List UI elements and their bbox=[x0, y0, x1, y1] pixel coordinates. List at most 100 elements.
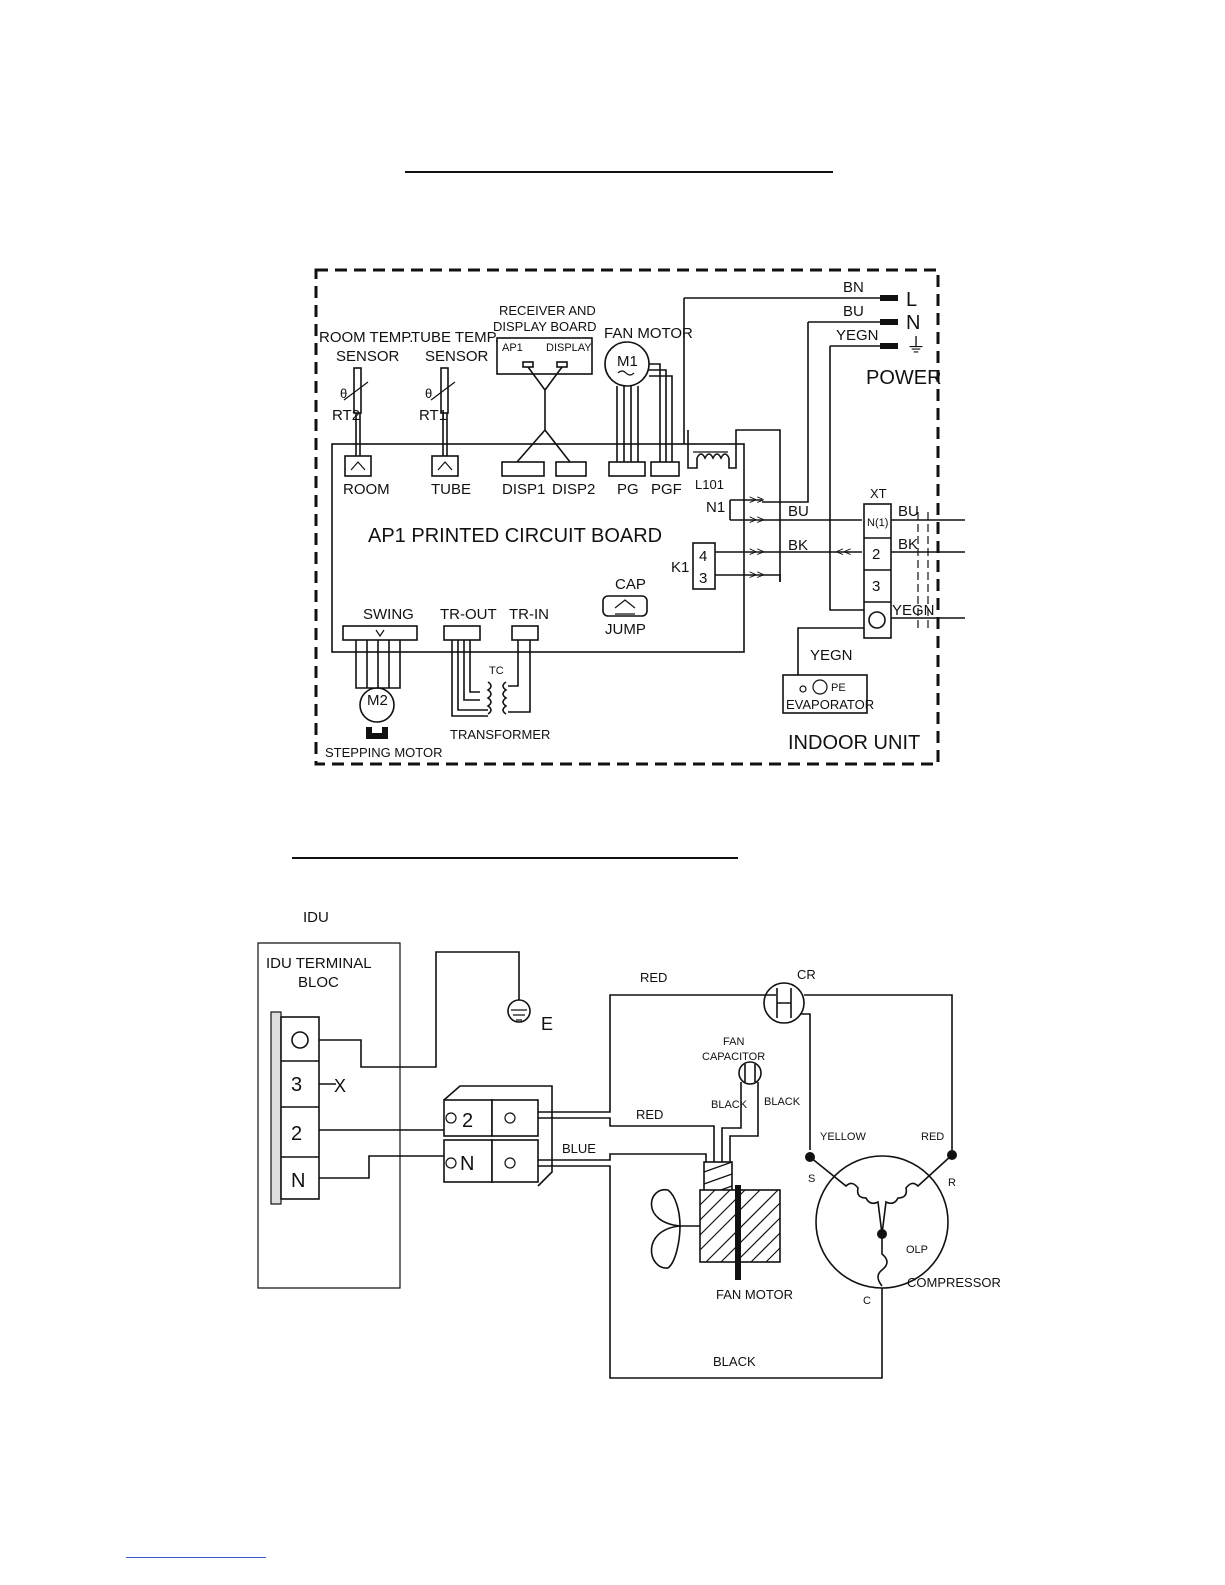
yegn-out-label: YEGN bbox=[892, 602, 935, 619]
tr-out-connector bbox=[443, 625, 481, 641]
room-sensor-slash bbox=[343, 381, 369, 401]
wire-n bbox=[319, 1155, 444, 1179]
bu-power-label: BU bbox=[843, 303, 864, 320]
outdoor-unit-diagram: IDU IDU TERMINAL BLOC 3 2 N X E 2 N bbox=[257, 909, 1001, 1379]
cr-label: CR bbox=[797, 967, 816, 982]
ground-symbol: ⏚ bbox=[906, 335, 926, 357]
swing-connector bbox=[342, 625, 418, 641]
svg-text:>>: >> bbox=[749, 567, 764, 582]
n-terminal bbox=[880, 319, 898, 325]
bk-out-label: BK bbox=[898, 536, 918, 553]
cr-to-s-wire bbox=[800, 1013, 811, 1150]
room-sensor-theta: θ bbox=[340, 386, 347, 401]
room-sensor-element bbox=[353, 367, 362, 414]
evaporator bbox=[782, 674, 868, 714]
l-terminal bbox=[880, 295, 898, 301]
idu-box bbox=[257, 942, 401, 1289]
tr-out-label: TR-OUT bbox=[440, 606, 497, 623]
board-title: AP1 PRINTED CIRCUIT BOARD bbox=[368, 525, 662, 547]
tr-in-wires bbox=[508, 640, 531, 713]
n1-label: N1 bbox=[706, 499, 725, 516]
pgf-connector bbox=[650, 461, 680, 477]
idu-terminal-2: 2 bbox=[291, 1123, 302, 1145]
olp-label: OLP bbox=[906, 1244, 928, 1256]
indoor-unit-label: INDOOR UNIT bbox=[788, 732, 920, 754]
transformer-label: TRANSFORMER bbox=[450, 727, 550, 742]
cap-label: CAP bbox=[615, 576, 646, 593]
tc-label: TC bbox=[489, 665, 504, 677]
m2-motor bbox=[359, 687, 395, 723]
red-top-wire bbox=[538, 994, 776, 1113]
xt-3: 3 bbox=[872, 578, 880, 595]
k1-wires bbox=[715, 551, 862, 582]
tube-connector bbox=[431, 455, 459, 477]
tr-out-wires bbox=[451, 640, 488, 717]
l101-label: L101 bbox=[695, 477, 724, 492]
indoor-title-rule bbox=[405, 171, 833, 173]
black-2-label: BLACK bbox=[764, 1096, 801, 1108]
display-cable bbox=[516, 366, 571, 463]
ground-wire bbox=[319, 951, 520, 1068]
s-label: S bbox=[808, 1173, 815, 1185]
fan-motor-label: FAN MOTOR bbox=[716, 1287, 793, 1302]
room-connector-label: ROOM bbox=[343, 481, 390, 498]
tube-sensor-element bbox=[440, 367, 449, 414]
l101-inductor bbox=[696, 453, 730, 460]
pcb-board bbox=[331, 443, 745, 653]
fan-blade-1 bbox=[650, 1225, 681, 1269]
cap-jumper bbox=[602, 595, 648, 617]
evaporator-ground-wire bbox=[797, 627, 864, 675]
svg-text:>>: >> bbox=[749, 544, 764, 559]
idu-label: IDU bbox=[303, 909, 329, 926]
footer-link-rule bbox=[126, 1557, 266, 1558]
bk-in-label: BK bbox=[788, 537, 808, 554]
c-label: C bbox=[863, 1295, 871, 1307]
idu-terminal-n: N bbox=[291, 1170, 305, 1192]
rt1-label: RT1 bbox=[419, 407, 447, 424]
pgf-label: PGF bbox=[651, 481, 682, 498]
receiver-label-2: DISPLAY BOARD bbox=[493, 319, 597, 334]
fan-motor-label: FAN MOTOR bbox=[604, 325, 693, 342]
odu-terminal-2 bbox=[443, 1099, 493, 1137]
evap-pe-label: PE bbox=[831, 682, 846, 694]
fan-pgf-wires bbox=[649, 363, 673, 462]
yegn-power-label: YEGN bbox=[836, 327, 879, 344]
indoor-unit-diagram: AP1 PRINTED CIRCUIT BOARD ROOM TEMP. SEN… bbox=[314, 268, 965, 766]
odu-2-label: 2 bbox=[462, 1110, 473, 1132]
evap-yegn-label: YEGN bbox=[810, 647, 853, 664]
tube-sensor-theta: θ bbox=[425, 386, 432, 401]
tube-sensor-label: TUBE TEMP. bbox=[411, 329, 499, 346]
fan-pg-wires bbox=[616, 386, 639, 462]
outdoor-title-rule bbox=[292, 857, 738, 859]
k1-label: K1 bbox=[671, 559, 689, 576]
tr-in-label: TR-IN bbox=[509, 606, 549, 623]
stepping-motor-label: STEPPING MOTOR bbox=[325, 745, 443, 760]
xt-2: 2 bbox=[872, 546, 880, 563]
room-sensor-label: ROOM TEMP. bbox=[319, 329, 413, 346]
bu-out-label: BU bbox=[898, 503, 919, 520]
room-sensor-wires bbox=[355, 413, 361, 456]
pg-connector bbox=[608, 461, 646, 477]
red-right-label: RED bbox=[921, 1131, 944, 1143]
red-mid-label: RED bbox=[636, 1107, 663, 1122]
xt-label: XT bbox=[870, 486, 887, 501]
xt-terminal-block bbox=[863, 503, 892, 639]
bn-wire bbox=[683, 297, 880, 444]
x-mark: X bbox=[334, 1076, 346, 1096]
e-label: E bbox=[541, 1014, 553, 1034]
disp1-label: DISP1 bbox=[502, 481, 545, 498]
pg-label: PG bbox=[617, 481, 639, 498]
black-1-label: BLACK bbox=[711, 1099, 748, 1111]
room-sensor-label-2: SENSOR bbox=[336, 348, 400, 365]
svg-text:>>: >> bbox=[749, 492, 764, 507]
room-connector bbox=[344, 455, 372, 477]
tube-connector-label: TUBE bbox=[431, 481, 471, 498]
xt-1: N(1) bbox=[867, 517, 888, 529]
fan-blade-2 bbox=[650, 1189, 681, 1227]
s-winding bbox=[809, 1156, 883, 1235]
disp2-connector bbox=[555, 461, 587, 477]
idu-terminal-label-2: BLOC bbox=[298, 974, 339, 991]
receiver-label: RECEIVER AND bbox=[499, 303, 596, 318]
m1-label: M1 bbox=[617, 353, 638, 370]
